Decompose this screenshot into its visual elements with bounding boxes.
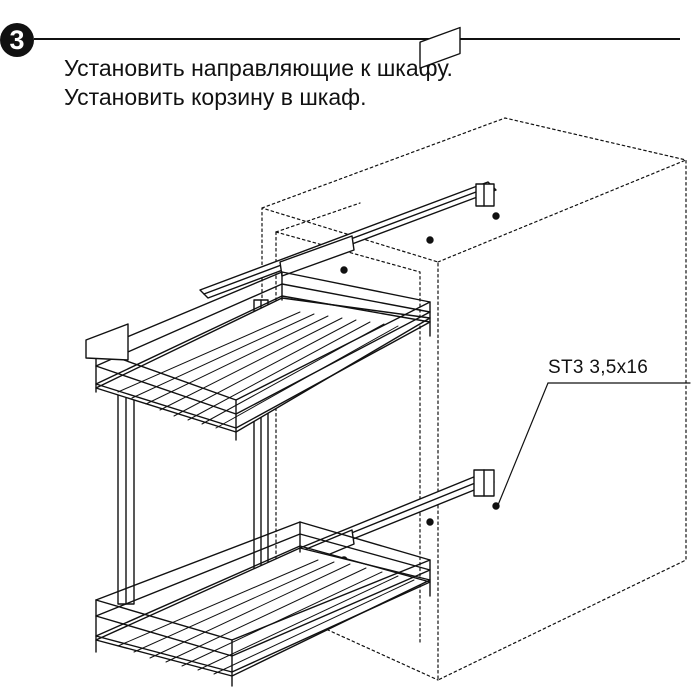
header-divider xyxy=(34,38,680,40)
step-number-badge: 3 xyxy=(0,23,34,57)
instruction-list: Установить направляющие к шкафу. Установ… xyxy=(64,54,453,112)
lower-basket xyxy=(95,521,431,687)
screw-spec-label: ST3 3,5x16 xyxy=(548,357,649,378)
callout-leader xyxy=(497,382,691,506)
instruction-line-1: Установить направляющие к шкафу. xyxy=(64,55,453,81)
upper-basket xyxy=(85,271,431,441)
instruction-line-2: Установить корзину в шкаф. xyxy=(64,84,367,110)
upper-runner-rail xyxy=(199,26,497,299)
